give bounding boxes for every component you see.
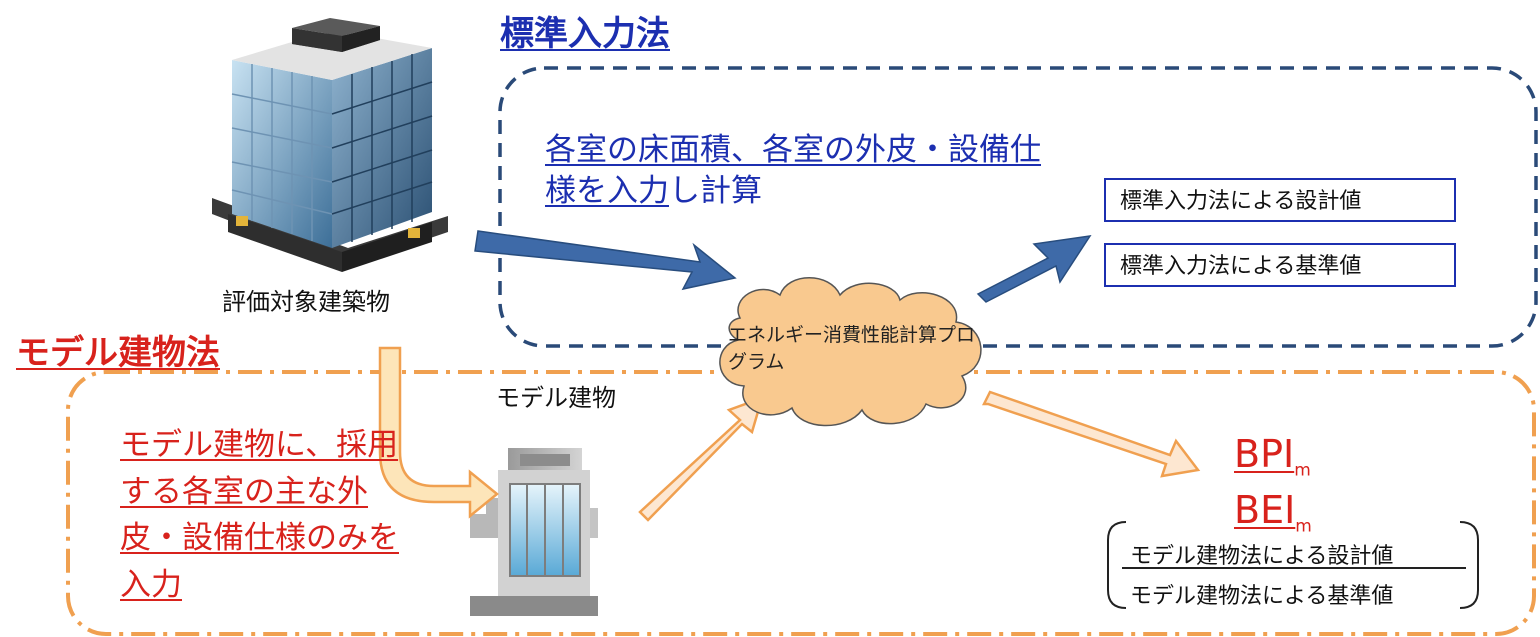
arrow-program-to-standard-results bbox=[976, 235, 1092, 303]
office-building-icon bbox=[212, 18, 448, 272]
standard-input-link[interactable]: 各室の床面積、各室の外皮・設備仕様を入力 bbox=[545, 132, 1041, 209]
bpi-base: BPI bbox=[1234, 432, 1295, 476]
calculation-program-label: エネルギー消費性能計算プログラム bbox=[728, 324, 976, 373]
model-results-right-bracket bbox=[1459, 521, 1479, 609]
model-results-left-bracket bbox=[1107, 521, 1127, 609]
model-design-value-label: モデル建物法による設計値 bbox=[1130, 544, 1394, 569]
arrow-building-to-model-building bbox=[378, 346, 499, 519]
bei-base: BEI bbox=[1234, 488, 1296, 532]
bei-index-label[interactable]: BEIm bbox=[1234, 488, 1312, 537]
evaluated-building-label: 評価対象建築物 bbox=[222, 288, 390, 316]
arrow-program-to-model-results bbox=[981, 390, 1201, 478]
cloud-shape bbox=[719, 277, 982, 427]
model-input-description[interactable]: モデル建物に、採用する各室の主な外皮・設備仕様のみを入力 bbox=[120, 427, 399, 603]
model-building-label: モデル建物 bbox=[496, 384, 616, 412]
arrow-model-to-program bbox=[638, 395, 764, 522]
model-method-heading[interactable]: モデル建物法 bbox=[16, 333, 220, 373]
standard-input-rest: し計算 bbox=[669, 172, 762, 209]
model-building-icon bbox=[470, 448, 598, 616]
standard-input-description: 各室の床面積、各室の外皮・設備仕様を入力し計算 bbox=[545, 130, 1065, 212]
standard-design-value-box: 標準入力法による設計値 bbox=[1104, 178, 1456, 222]
model-reference-value-label: モデル建物法による基準値 bbox=[1130, 584, 1394, 609]
standard-method-heading[interactable]: 標準入力法 bbox=[500, 14, 670, 54]
standard-method-region bbox=[498, 66, 1538, 348]
standard-reference-value-box: 標準入力法による基準値 bbox=[1104, 243, 1456, 287]
bpi-subscript: m bbox=[1294, 460, 1311, 481]
bei-subscript: m bbox=[1295, 516, 1312, 537]
bpi-index-label[interactable]: BPIm bbox=[1234, 432, 1311, 481]
arrow-building-to-program bbox=[474, 230, 737, 291]
